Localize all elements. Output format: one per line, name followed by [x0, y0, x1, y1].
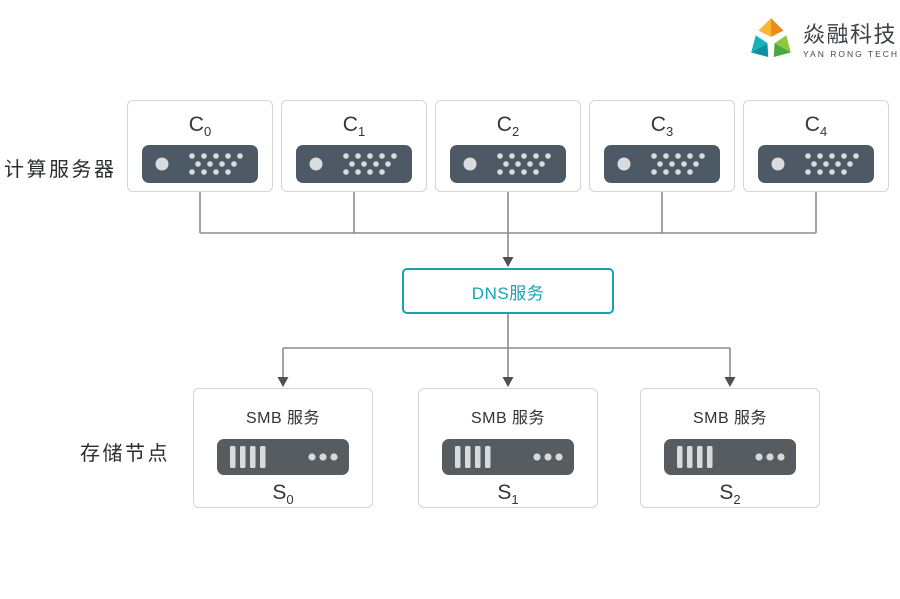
compute-node-label: C1	[342, 113, 366, 140]
compute-node-c1: C1	[281, 100, 427, 192]
compute-node-c2: C2	[435, 100, 581, 192]
rack-server-icon	[450, 145, 566, 183]
dns-service-node: DNS服务	[402, 268, 614, 314]
compute-node-label: C3	[650, 113, 674, 140]
rack-server-icon	[604, 145, 720, 183]
smb-service-label: SMB 服务	[692, 410, 768, 427]
storage-server-icon	[664, 439, 796, 475]
rack-server-icon	[758, 145, 874, 183]
compute-row-label: 计算服务器	[4, 159, 117, 181]
storage-row-label: 存储节点	[80, 443, 170, 465]
storage-node-label: S1	[497, 481, 519, 508]
storage-server-icon	[442, 439, 574, 475]
compute-node-c4: C4	[743, 100, 889, 192]
compute-node-c0: C0	[127, 100, 273, 192]
smb-service-label: SMB 服务	[470, 410, 546, 427]
rack-server-icon	[142, 145, 258, 183]
compute-node-label: C4	[804, 113, 828, 140]
compute-node-label: C2	[496, 113, 520, 140]
rack-server-icon	[296, 145, 412, 183]
smb-service-label: SMB 服务	[245, 410, 321, 427]
storage-node-label: S0	[272, 481, 294, 508]
logo-company-name-en: YAN RONG TECH	[803, 49, 900, 60]
storage-node-s0: SMB 服务 S0	[193, 388, 373, 508]
storage-server-icon	[217, 439, 349, 475]
compute-node-label: C0	[188, 113, 212, 140]
compute-node-c3: C3	[589, 100, 735, 192]
logo-text: 焱融科技 YAN RONG TECH	[803, 21, 900, 60]
storage-node-s2: SMB 服务 S2	[640, 388, 820, 508]
storage-node-label: S2	[719, 481, 741, 508]
logo-company-name: 焱融科技	[803, 21, 898, 47]
dns-service-label: DNS服务	[471, 283, 545, 303]
logo: 焱融科技 YAN RONG TECH	[746, 16, 899, 66]
yanrong-logo-icon	[751, 18, 791, 58]
storage-node-s1: SMB 服务 S1	[418, 388, 598, 508]
